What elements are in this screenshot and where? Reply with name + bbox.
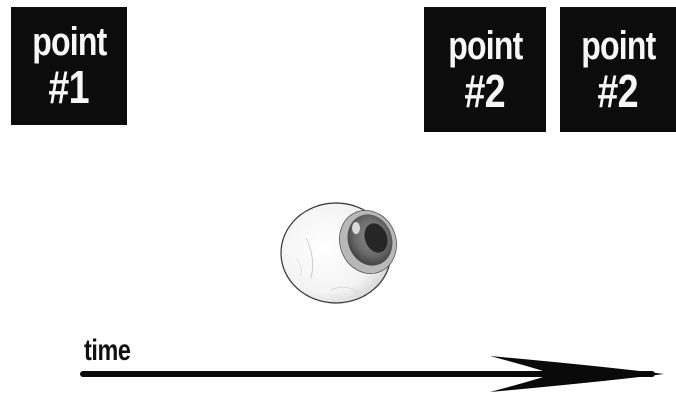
point-2-duplicate-number: #2 [598, 68, 638, 114]
point-2-label: point #2 [424, 7, 546, 132]
eyeball-icon [276, 198, 402, 308]
point-2-word: point [448, 26, 522, 66]
point-2-number: #2 [465, 68, 505, 114]
point-1-number: #1 [49, 64, 89, 110]
point-1-label: point #1 [11, 7, 127, 125]
point-2-duplicate-word: point [581, 26, 655, 66]
point-1-word: point [32, 22, 106, 62]
time-arrow [80, 350, 676, 394]
point-2-duplicate-label: point #2 [560, 7, 676, 132]
